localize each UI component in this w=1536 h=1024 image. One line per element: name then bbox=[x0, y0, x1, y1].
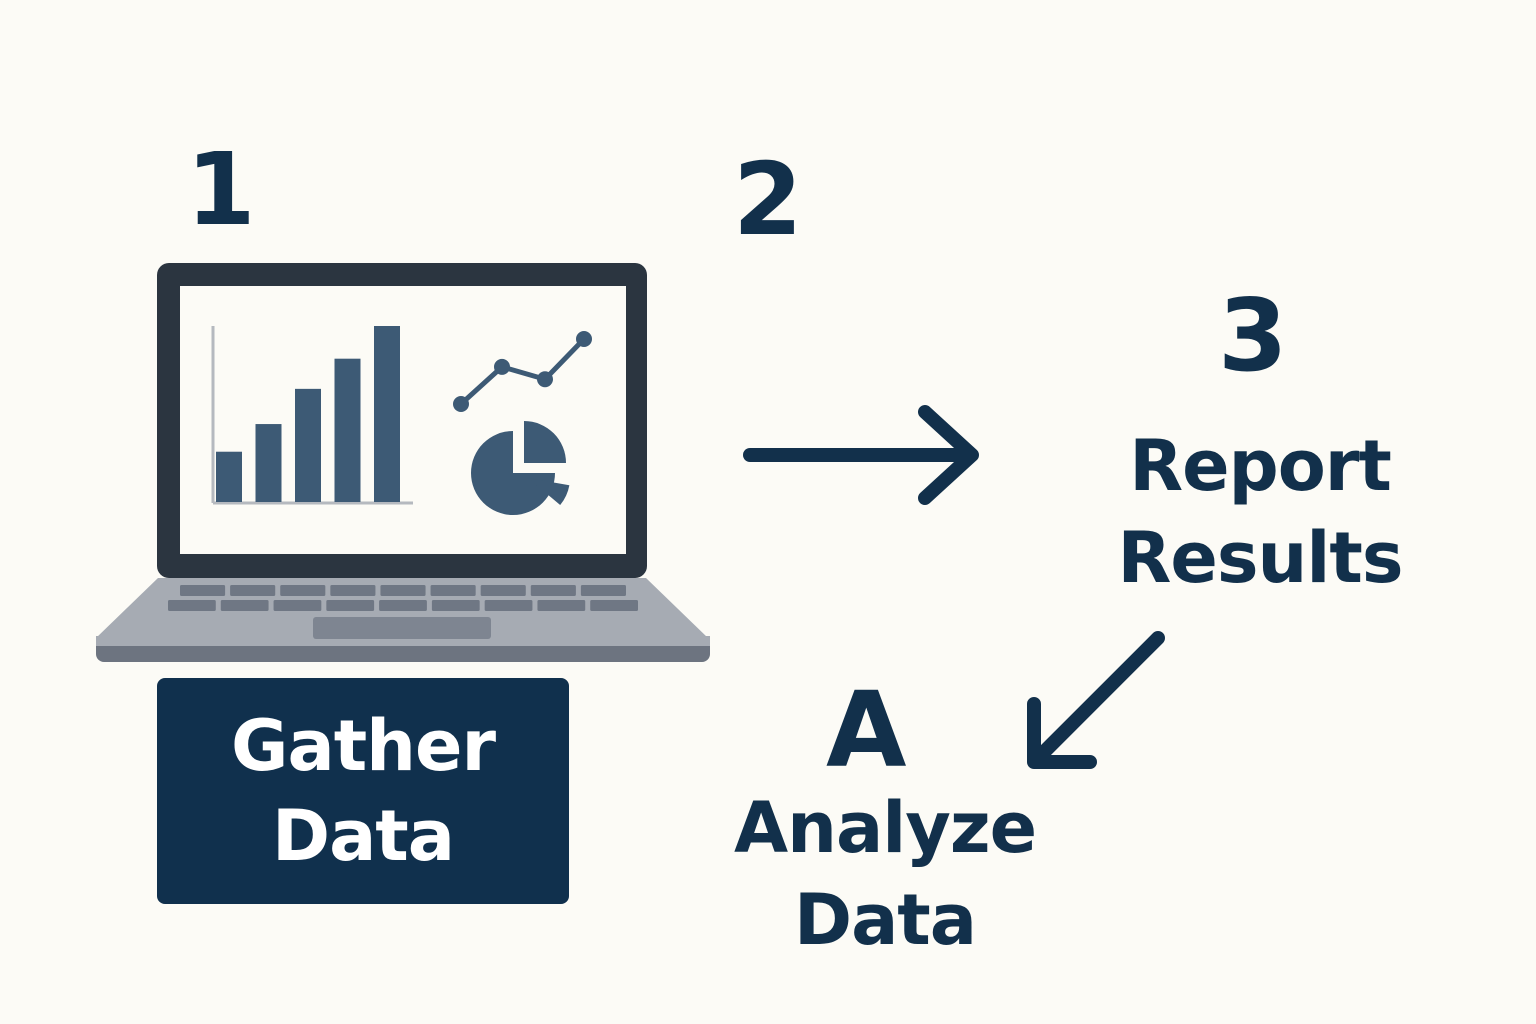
laptop-keys bbox=[168, 585, 638, 611]
keyboard-key bbox=[431, 600, 480, 611]
analyze-data-label: Analyze Data bbox=[720, 782, 1050, 966]
keyboard-key bbox=[530, 585, 576, 596]
keyboard-key bbox=[230, 585, 276, 596]
bar-chart-bar bbox=[295, 388, 321, 502]
keyboard-key bbox=[326, 600, 375, 611]
pie-chart-slice bbox=[524, 421, 566, 463]
line-chart-point bbox=[494, 358, 510, 375]
report-label-line-2: Results bbox=[1117, 517, 1404, 599]
keyboard-key bbox=[590, 600, 638, 611]
step-3-number: 3 bbox=[1218, 277, 1288, 394]
keyboard-key bbox=[480, 585, 526, 596]
gather-label-line-2: Data bbox=[271, 795, 455, 877]
pie-chart-wedge bbox=[528, 478, 570, 505]
step-a-letter: A bbox=[826, 669, 907, 791]
bar-chart-bar bbox=[216, 451, 242, 502]
line-chart-line bbox=[459, 337, 586, 406]
keyboard-key bbox=[280, 585, 326, 596]
report-label-line-1: Report bbox=[1129, 425, 1392, 507]
keyboard-key bbox=[220, 600, 269, 611]
pie-chart-slice bbox=[471, 431, 555, 515]
step-2-number: 2 bbox=[733, 141, 803, 258]
gather-data-box: Gather Data bbox=[157, 678, 569, 904]
report-results-label: Report Results bbox=[1100, 420, 1420, 604]
keyboard-key bbox=[537, 600, 586, 611]
keyboard-key bbox=[273, 600, 322, 611]
bar-chart-bar bbox=[374, 326, 400, 502]
screen-line-chart bbox=[453, 331, 592, 412]
arrow-right-icon bbox=[743, 405, 979, 505]
analyze-label-line-1: Analyze bbox=[733, 787, 1037, 869]
line-chart-point bbox=[576, 331, 592, 347]
keyboard-key bbox=[330, 585, 376, 596]
line-chart-point bbox=[453, 396, 469, 412]
step-1-number: 1 bbox=[186, 131, 256, 248]
keyboard-key bbox=[180, 585, 226, 596]
keyboard-key bbox=[380, 585, 426, 596]
bar-chart-bar bbox=[334, 358, 361, 502]
keyboard-key bbox=[430, 585, 476, 596]
laptop-trackpad bbox=[313, 617, 491, 639]
analyze-label-line-2: Data bbox=[793, 879, 977, 961]
screen-bar-chart bbox=[211, 326, 413, 505]
keyboard-key bbox=[484, 600, 533, 611]
screen-pie-chart bbox=[471, 421, 570, 515]
line-chart-point bbox=[537, 371, 553, 388]
bar-chart-bar bbox=[255, 424, 282, 502]
keyboard-key bbox=[580, 585, 626, 596]
keyboard-key bbox=[379, 600, 427, 611]
laptop-screen bbox=[180, 286, 626, 554]
keyboard-key bbox=[168, 600, 216, 611]
arrow-down-left-icon bbox=[1027, 631, 1165, 769]
gather-label-line-1: Gather bbox=[231, 705, 496, 787]
